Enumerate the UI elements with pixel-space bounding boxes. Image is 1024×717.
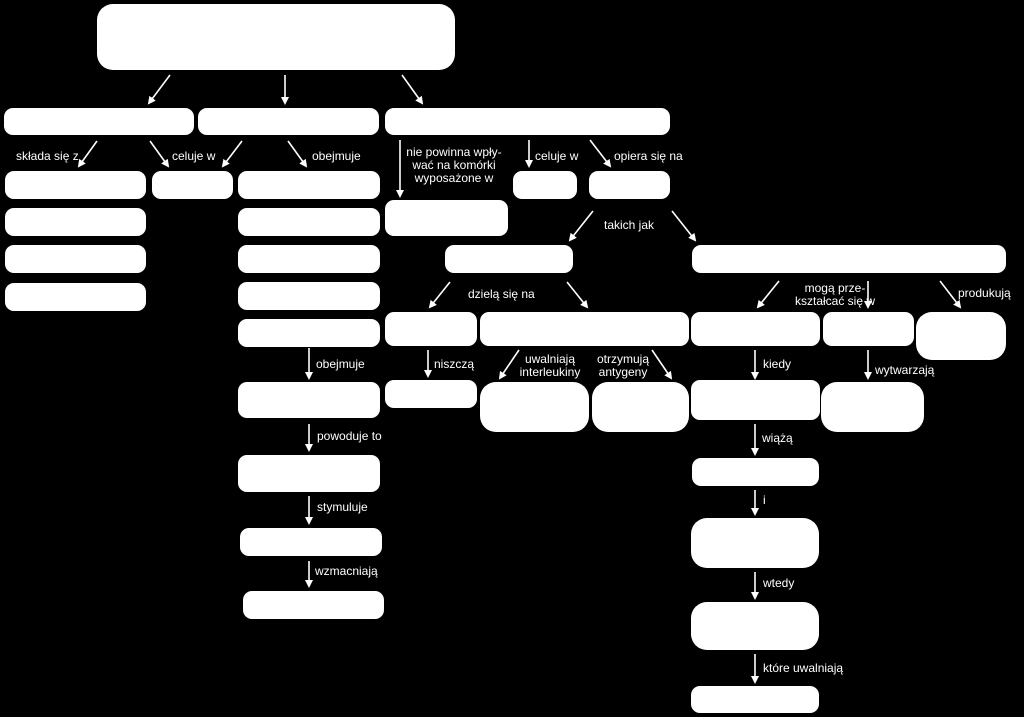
arrow-moga-left <box>756 280 780 309</box>
label-wtedy: wtedy <box>763 576 795 590</box>
label-otrzymuja: otrzymują antygeny <box>588 353 658 379</box>
label-uwalniaja: uwalniają interleukiny <box>510 353 590 379</box>
label-dziela-sie-na: dzielą się na <box>468 287 535 301</box>
concept-box-b-5 <box>238 319 380 347</box>
arrow-root-to-c <box>401 74 424 105</box>
label-nie-powinna-line3: wyposażone w <box>414 171 494 185</box>
label-wzmacniaja: wzmacniają <box>315 564 378 578</box>
arrow-a-sklada <box>77 140 98 168</box>
concept-box-d-2-1 <box>480 382 589 432</box>
label-takich-jak: takich jak <box>604 218 655 232</box>
arrow-c-opiera <box>589 139 612 168</box>
concept-box-b-9 <box>243 591 384 619</box>
arrow-takich-left <box>568 210 594 242</box>
label-moga-przeksztalcac: mogą prze- kształcać się w <box>780 282 890 308</box>
label-wiaza: wiążą <box>762 431 793 445</box>
label-i: i <box>763 493 766 507</box>
concept-box-e-3 <box>916 312 1006 360</box>
label-uwalniaja-line2: interleukiny <box>519 365 581 379</box>
concept-box-a-3 <box>5 245 146 273</box>
concept-box-d-1-1 <box>385 380 477 408</box>
arrow-dziela-left <box>428 281 451 309</box>
concept-box-b-1 <box>238 171 380 199</box>
concept-box-a <box>4 108 194 135</box>
concept-box-d <box>445 245 573 273</box>
label-kiedy: kiedy <box>763 357 792 371</box>
arrow-uwalniaja <box>498 349 520 380</box>
arrow-b-obejmuje <box>287 140 308 168</box>
arrow-produkuja <box>939 280 962 309</box>
label-celuje-w-1: celuje w <box>172 149 216 163</box>
concept-box-e-1-1 <box>691 380 820 420</box>
arrow-otrzymuja <box>651 349 673 380</box>
concept-box-c-1 <box>385 200 508 236</box>
concept-box-d-2-2 <box>592 382 689 432</box>
arrow-root-to-a <box>147 74 171 105</box>
concept-box-b-6 <box>238 382 380 418</box>
concept-box-e-2-1 <box>821 382 924 432</box>
concept-box-e-1-4 <box>691 602 819 650</box>
concept-box-c-3 <box>589 171 670 199</box>
label-sklada-sie-z: składa się z <box>16 149 79 163</box>
root-concept-box <box>97 4 455 70</box>
label-nie-powinna-line1: nie powinna wpły- <box>406 145 502 159</box>
concept-box-b-8 <box>240 528 382 556</box>
label-nie-powinna-line2: wać na komórki <box>412 158 496 172</box>
concept-box-a-4 <box>5 283 146 311</box>
label-celuje-w-2: celuje w <box>535 149 579 163</box>
label-nie-powinna: nie powinna wpły- wać na komórki wyposaż… <box>404 146 504 185</box>
label-otrzymuja-line2: antygeny <box>598 365 648 379</box>
concept-box-b-4 <box>238 282 380 310</box>
label-otrzymuja-line1: otrzymują <box>596 352 649 366</box>
concept-box-c-2 <box>513 171 577 199</box>
label-powoduje-to: powoduje to <box>317 429 382 443</box>
label-produkuja: produkują <box>958 286 1011 300</box>
label-wytwarzaja: wytwarzają <box>875 363 935 377</box>
concept-box-d-2 <box>480 312 689 346</box>
concept-box-c <box>385 108 670 135</box>
label-stymuluje: stymuluje <box>317 500 368 514</box>
concept-box-e <box>692 245 1006 273</box>
label-moga-line2: kształcać się w <box>794 294 876 308</box>
label-obejmuje-1: obejmuje <box>312 149 361 163</box>
concept-box-a-1 <box>5 171 146 199</box>
concept-box-e-1-3 <box>691 518 819 568</box>
concept-box-b-3 <box>238 245 380 273</box>
concept-box-target-1 <box>152 171 233 199</box>
concept-box-e-1-5 <box>691 686 819 713</box>
label-ktore-uwalniaja: które uwalniają <box>763 661 844 675</box>
concept-box-a-2 <box>5 208 146 236</box>
arrow-b-celuje <box>221 140 243 168</box>
concept-box-b-7 <box>238 455 380 492</box>
label-niszcza: niszczą <box>434 357 475 371</box>
arrow-takich-right <box>671 210 697 242</box>
concept-box-e-2 <box>823 312 914 346</box>
label-obejmuje-2: obejmuje <box>316 357 365 371</box>
concept-box-b-2 <box>238 208 380 236</box>
label-moga-line1: mogą prze- <box>804 281 866 295</box>
concept-box-e-1 <box>691 312 820 346</box>
concept-box-e-1-2 <box>692 458 819 486</box>
arrow-a-celuje <box>149 140 170 168</box>
concept-box-b <box>198 108 379 135</box>
label-uwalniaja-line1: uwalniają <box>524 352 576 366</box>
arrow-dziela-right <box>566 281 589 309</box>
label-opiera-sie-na: opiera się na <box>614 149 683 163</box>
concept-box-d-1 <box>385 312 477 346</box>
